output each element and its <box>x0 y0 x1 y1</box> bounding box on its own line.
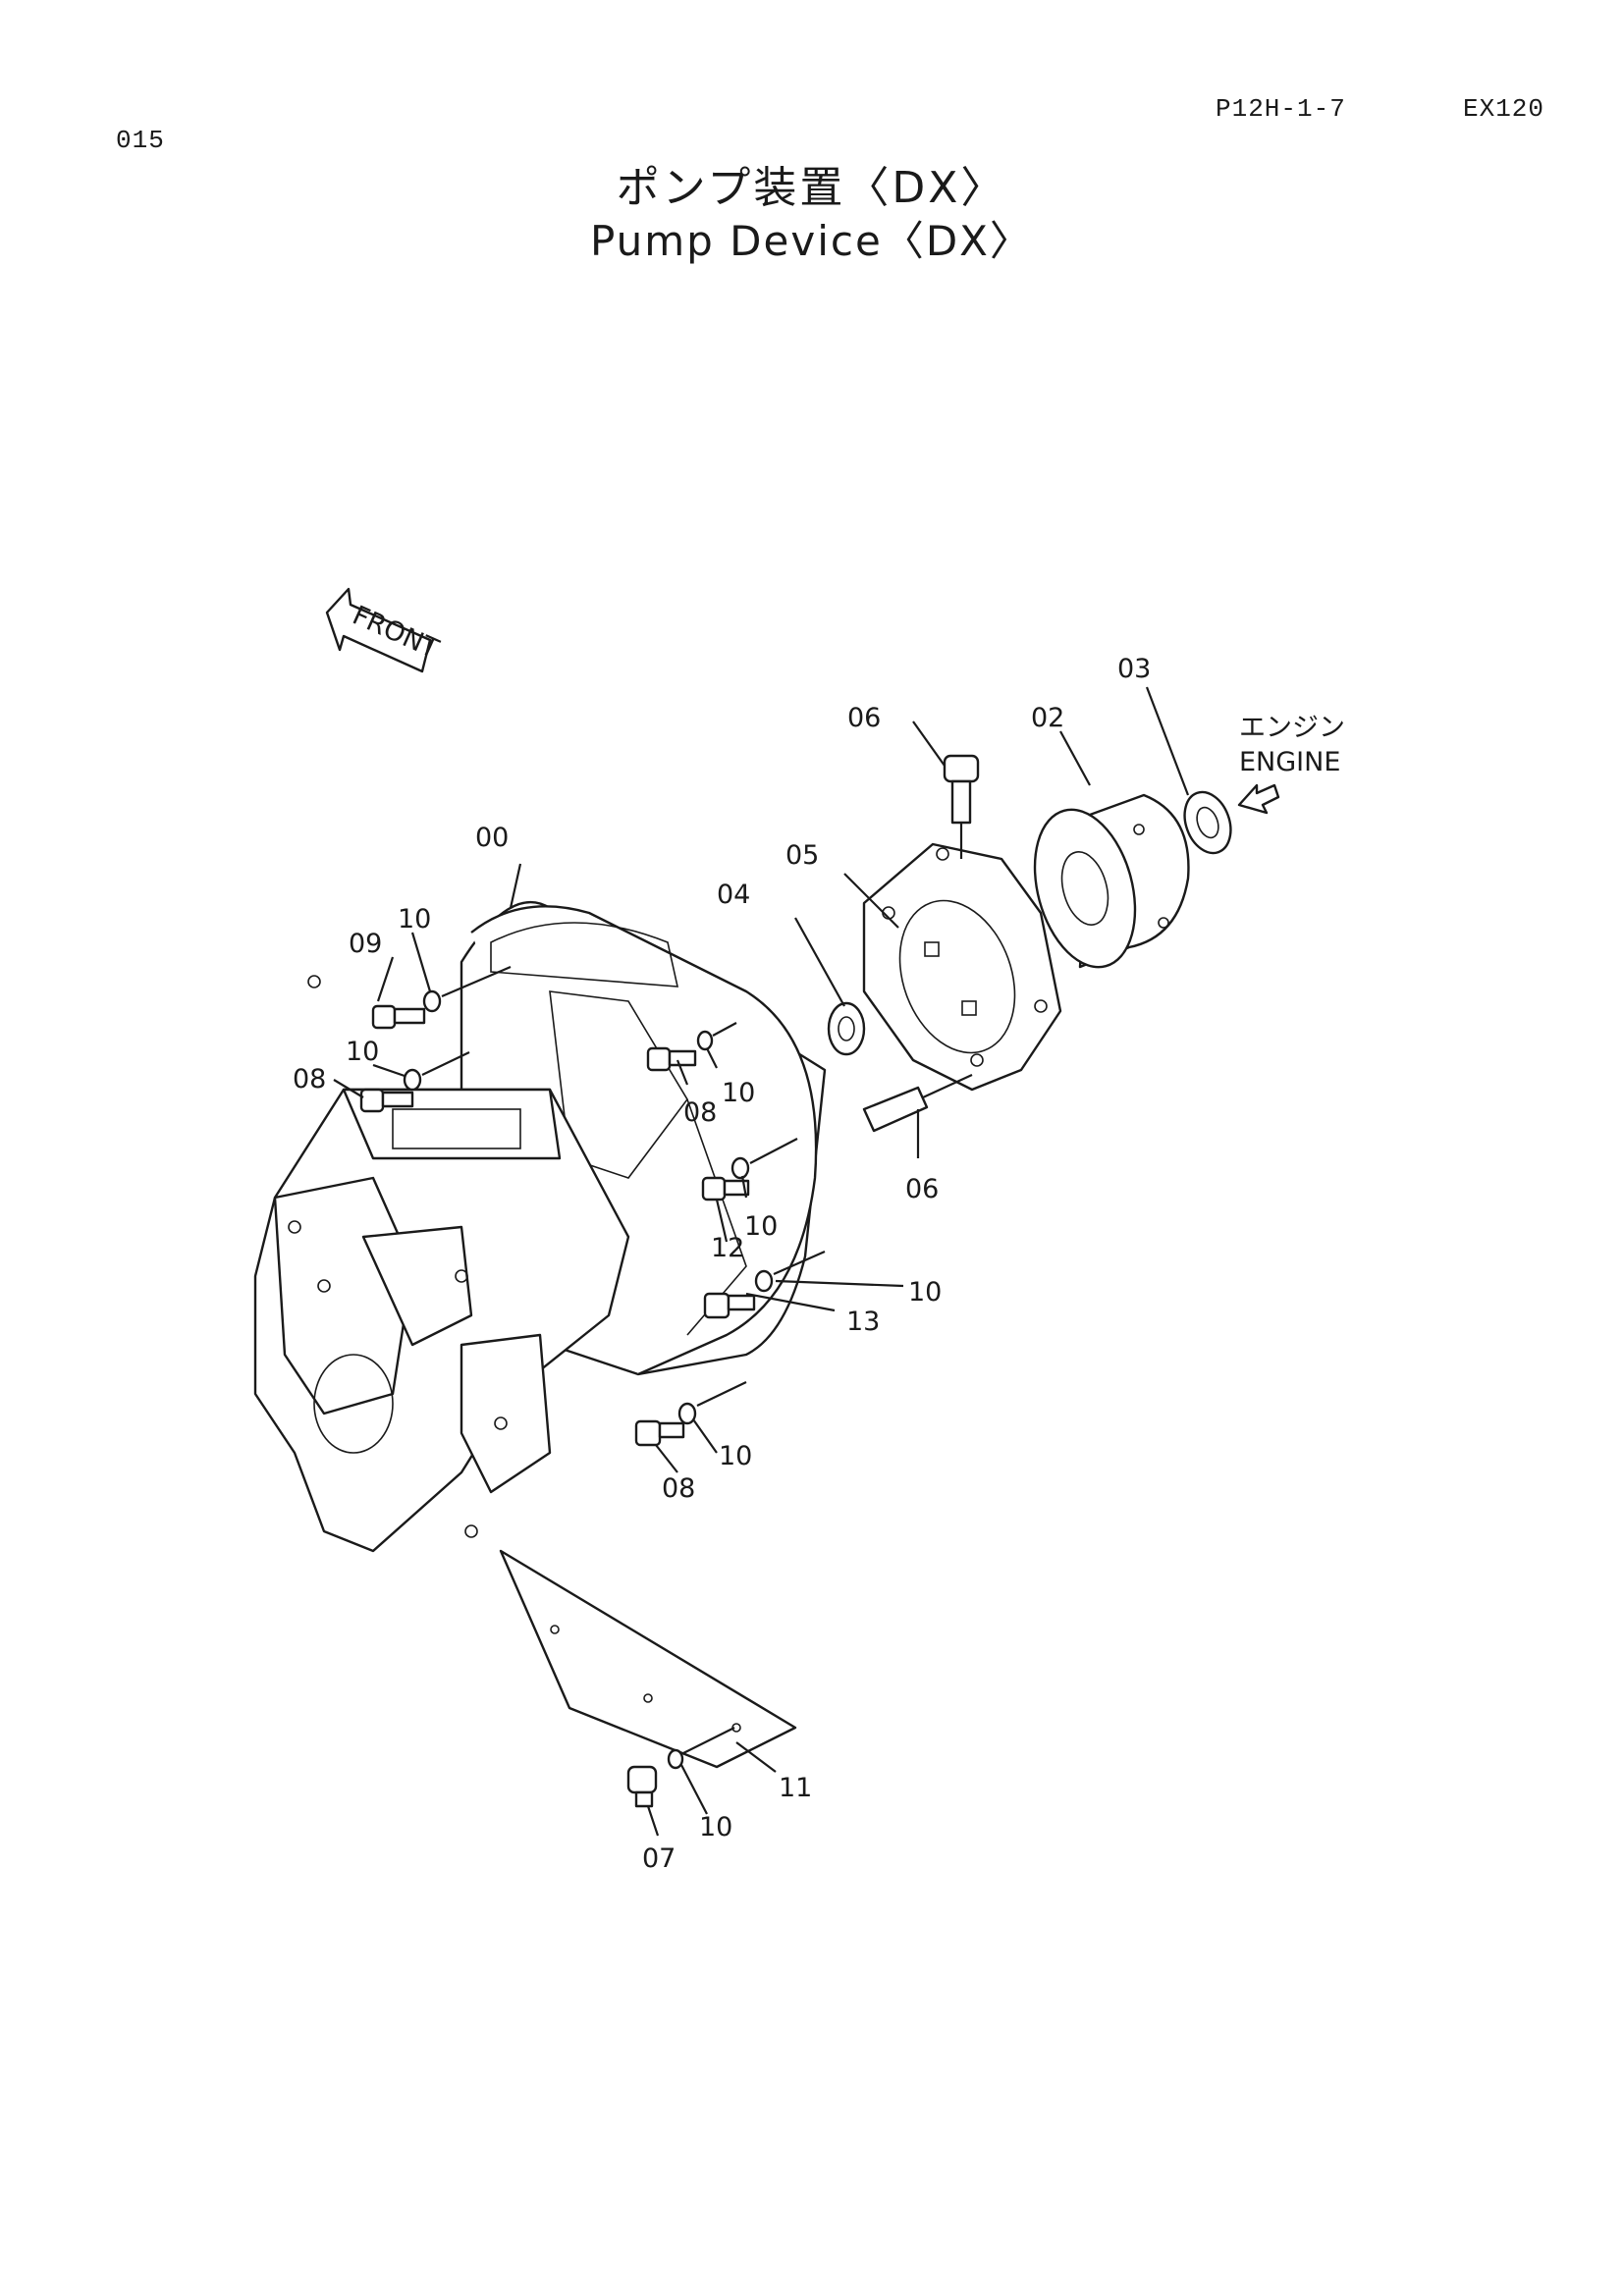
bolt-08-left <box>359 1051 470 1113</box>
callout-00: 00 <box>475 823 509 853</box>
page-title-japanese: ポンプ装置〈DX〉 <box>616 163 1007 213</box>
bolt-13 <box>703 1250 826 1319</box>
callout-13: 13 <box>846 1307 880 1337</box>
callout-10-e: 10 <box>908 1277 942 1308</box>
part-02-coupling-hub <box>1033 793 1190 969</box>
part-06-bolt-upper <box>943 754 980 859</box>
callout-10-f: 10 <box>719 1441 752 1471</box>
part-04-washer <box>827 1001 866 1056</box>
engine-arrow-icon <box>1237 783 1280 815</box>
callout-08-lower: 08 <box>662 1473 695 1504</box>
bolt-09 <box>371 965 512 1030</box>
engine-label-english: ENGINE <box>1239 747 1340 777</box>
part-11-bracket-plate <box>499 1549 797 1769</box>
callout-10-b: 10 <box>346 1037 379 1067</box>
callout-02: 02 <box>1031 703 1064 733</box>
callout-11: 11 <box>779 1773 812 1803</box>
part-06-bolt-lower <box>862 1074 973 1133</box>
callout-05: 05 <box>785 840 819 871</box>
callout-10-d: 10 <box>744 1211 778 1242</box>
engine-label-japanese: エンジン <box>1239 713 1345 743</box>
leader-lines <box>333 686 1190 1837</box>
front-arrow-icon: FRONT <box>325 587 444 673</box>
page-number: 015 <box>116 126 165 155</box>
callout-04: 04 <box>717 880 750 910</box>
callout-labels: 00 02 03 04 05 06 06 07 08 08 08 09 10 1… <box>293 654 1151 1874</box>
bolt-08-lower <box>634 1381 747 1447</box>
part-03-washer <box>1183 790 1232 855</box>
model-code: EX120 <box>1463 94 1545 124</box>
bolt-12 <box>701 1138 798 1201</box>
callout-09: 09 <box>349 929 382 959</box>
callout-06-upper: 06 <box>847 703 881 733</box>
callout-08-left: 08 <box>293 1064 326 1095</box>
sheet-code: P12H-1-7 <box>1216 94 1346 124</box>
part-05-flex-coupling <box>862 842 1062 1092</box>
callout-12: 12 <box>711 1233 744 1263</box>
callout-07: 07 <box>642 1843 676 1874</box>
page-title-english: Pump Device〈DX〉 <box>590 217 1033 265</box>
bolt-08-mid <box>646 1022 737 1072</box>
callout-10-c: 10 <box>722 1078 755 1108</box>
callout-06-lower: 06 <box>905 1174 939 1204</box>
plug-07 <box>626 1727 735 1808</box>
callout-08-mid: 08 <box>683 1097 717 1128</box>
callout-03: 03 <box>1117 654 1151 684</box>
callout-10-g: 10 <box>699 1812 732 1842</box>
callout-10-a: 10 <box>398 904 431 934</box>
